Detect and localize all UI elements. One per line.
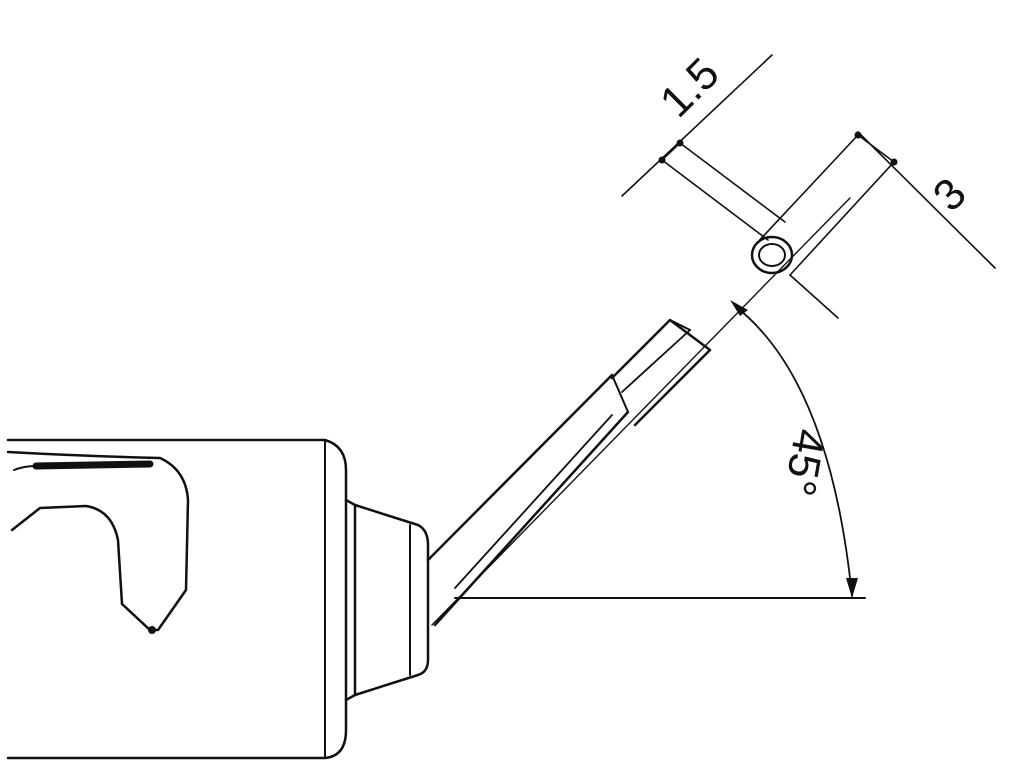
- tip-dot: [148, 626, 156, 634]
- dimension-inner-diameter: [621, 54, 786, 241]
- body-clip-cutout: [6, 450, 190, 632]
- tip-outlet: [750, 235, 794, 275]
- angled-tube: [426, 318, 712, 627]
- inner-dim-dot-right: [676, 139, 684, 147]
- label-outer-diameter: 3: [924, 169, 976, 221]
- angle-arrow-top: [730, 300, 748, 316]
- nozzle-collar: [344, 498, 430, 702]
- nozzle-body: [6, 438, 348, 760]
- label-inner-diameter: 1.5: [651, 49, 729, 127]
- outer-dim-dot-right: [890, 158, 898, 166]
- inner-dim-dot-left: [658, 156, 666, 164]
- angle-arrow-bottom: [846, 578, 858, 598]
- label-angle: 45°: [774, 425, 834, 499]
- tip-centerline: [431, 197, 851, 626]
- dimension-arrows: [148, 131, 898, 634]
- dimension-outer-diameter: [754, 131, 996, 319]
- outer-dim-dot-left: [854, 131, 862, 139]
- angle-arc: [734, 305, 853, 597]
